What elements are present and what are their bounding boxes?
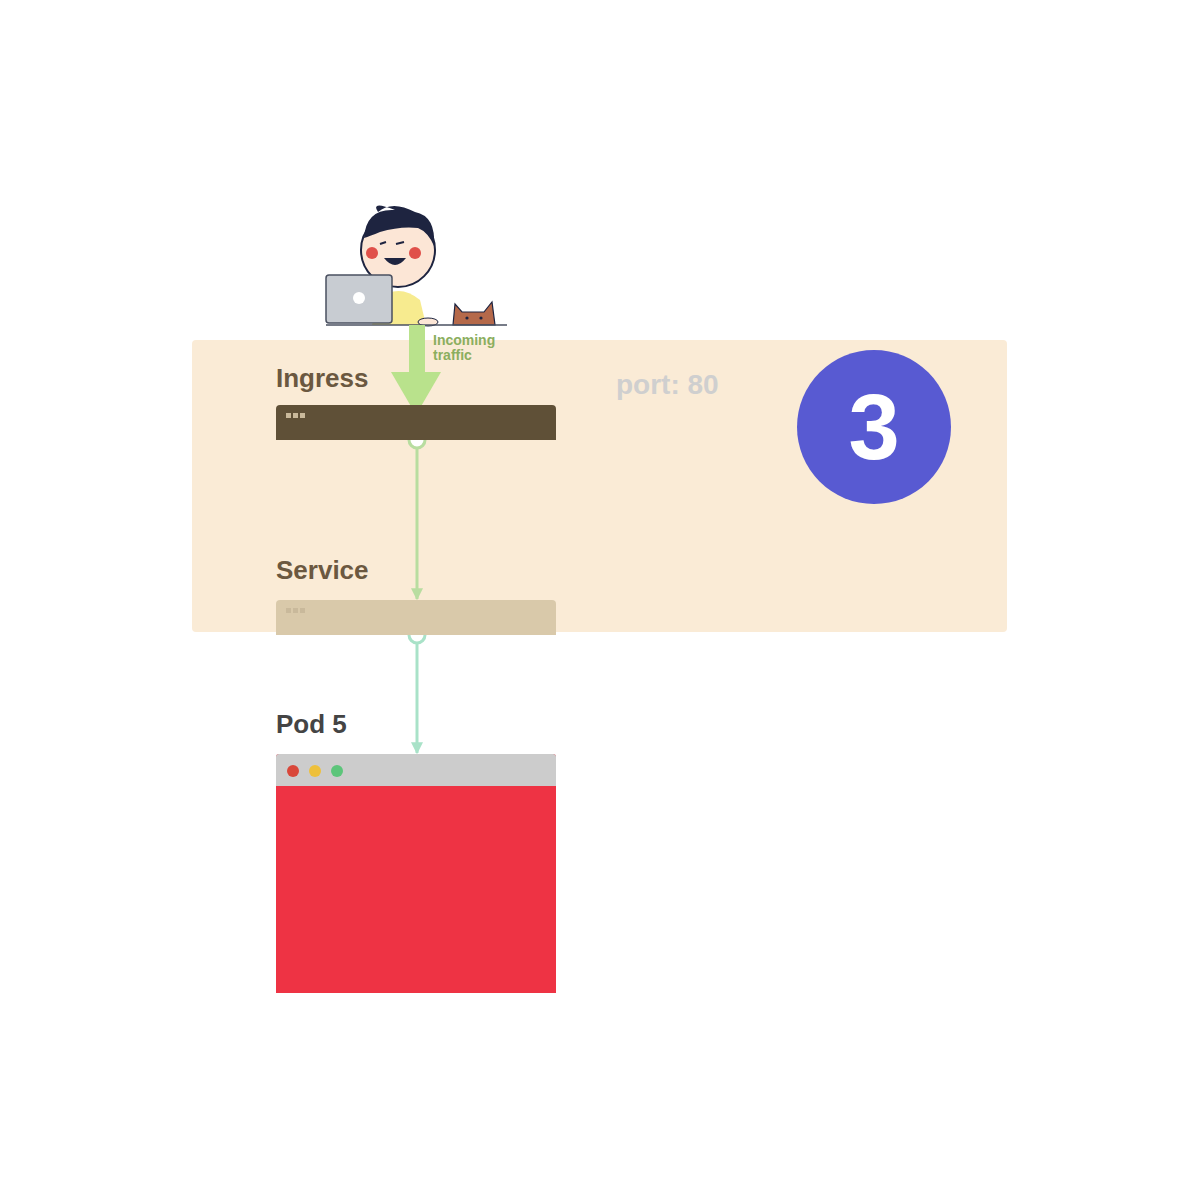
- component-bar: [276, 600, 556, 635]
- connector-line: [416, 643, 419, 753]
- eyes: [380, 242, 404, 244]
- cat-eye: [479, 316, 482, 319]
- connector: [409, 432, 425, 599]
- connector-port: [409, 627, 425, 643]
- laptop: [326, 275, 392, 323]
- window-button: [309, 765, 321, 777]
- arrow-head: [391, 372, 441, 415]
- bar-dot: [293, 608, 298, 613]
- window-frame: [276, 754, 556, 993]
- cat: [453, 302, 495, 325]
- connector-line: [416, 448, 419, 599]
- node-heading: Ingress: [276, 363, 556, 393]
- bar-dot: [293, 413, 298, 418]
- cheek: [366, 247, 378, 259]
- connector-port: [409, 432, 425, 448]
- bar-dot: [300, 413, 305, 418]
- node-heading: Service: [276, 555, 556, 585]
- bar-dot: [286, 413, 291, 418]
- cheek: [409, 247, 421, 259]
- bar-dot: [286, 608, 291, 613]
- window-button: [287, 765, 299, 777]
- window-button: [331, 765, 343, 777]
- node-heading: Pod 5: [276, 709, 556, 739]
- port-label: port: 80: [616, 368, 719, 402]
- arrow-shaft: [409, 325, 425, 373]
- laptop-logo: [353, 292, 365, 304]
- component-bar: [276, 405, 556, 440]
- callout-number: 3: [848, 377, 899, 477]
- region-band: port: 80 IngressService 3: [192, 340, 1007, 632]
- mouth: [384, 258, 406, 265]
- connector: [409, 627, 425, 753]
- bar-dot: [300, 608, 305, 613]
- traffic-label: Incoming traffic: [433, 333, 503, 363]
- hair: [364, 205, 434, 246]
- callout-circle: 3: [797, 350, 951, 504]
- cat-eye: [465, 316, 468, 319]
